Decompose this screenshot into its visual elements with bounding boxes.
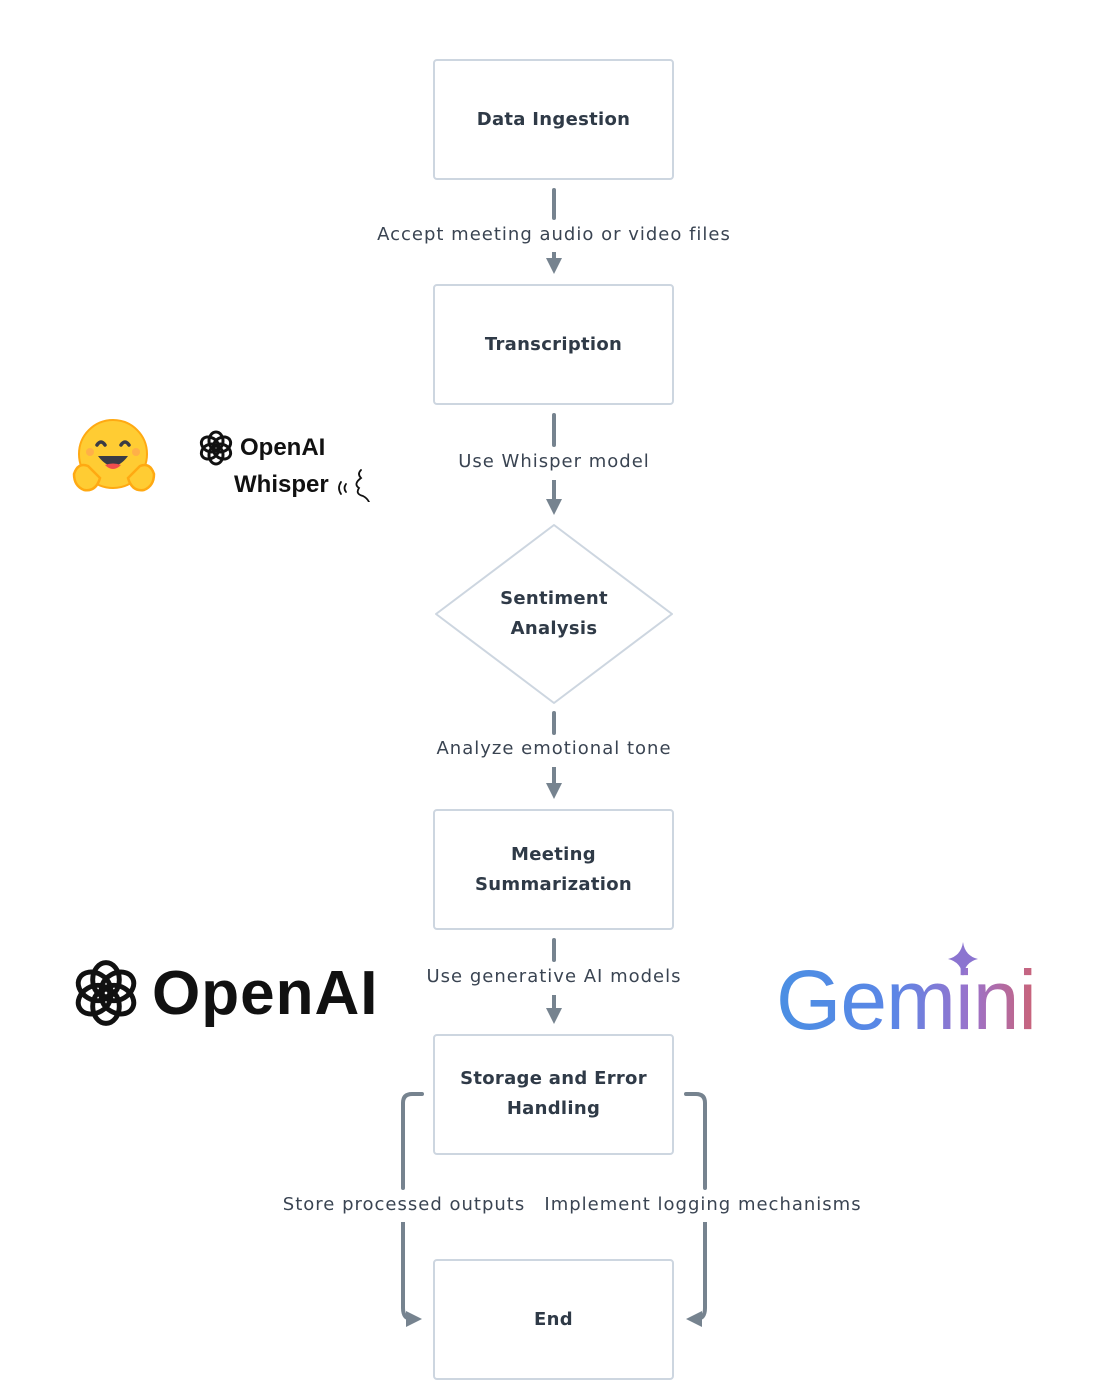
gemini-sparkle-icon	[948, 942, 978, 976]
openai-whisper-line2: Whisper	[234, 471, 329, 498]
openai-whisper-logo: OpenAI Whisper	[196, 428, 373, 502]
openai-knot-icon	[75, 960, 137, 1026]
edge-label-logging: Implement logging mechanisms	[544, 1194, 862, 1215]
node-label: Data Ingestion	[476, 108, 631, 130]
gemini-wordmark: Gemini	[776, 953, 1037, 1047]
node-label: End	[534, 1308, 573, 1330]
edge-label-accept-files: Accept meeting audio or video files	[377, 224, 731, 245]
edge-storage-end-left-bottom	[401, 1222, 422, 1327]
node-sentiment-analysis: Sentiment Analysis	[435, 525, 673, 703]
sentiment-diamond	[435, 524, 673, 704]
edge-storage-end-right-bottom	[686, 1222, 707, 1327]
node-label: Meeting Summarization	[475, 843, 632, 895]
openai-whisper-line1: OpenAI	[240, 434, 326, 461]
openai-wordmark: OpenAI	[152, 958, 379, 1028]
openai-logo: OpenAI	[68, 955, 378, 1031]
openai-knot-icon	[199, 430, 233, 466]
gemini-logo: Gemini	[776, 940, 1056, 1050]
edge-label-store-outputs: Store processed outputs	[282, 1194, 526, 1215]
node-data-ingestion: Data Ingestion	[433, 59, 674, 180]
node-meeting-summarization: Meeting Summarization	[433, 809, 674, 930]
hugging-face-icon	[72, 419, 156, 492]
node-label: Sentiment Analysis	[500, 588, 608, 639]
node-storage-error-handling: Storage and Error Handling	[433, 1034, 674, 1155]
edge-storage-end-right-top	[684, 1092, 707, 1190]
node-end: End	[433, 1259, 674, 1380]
edge-storage-end-left-top	[401, 1092, 424, 1190]
edge-label-generative-ai: Use generative AI models	[426, 966, 682, 987]
edge-label-emotional-tone: Analyze emotional tone	[436, 738, 672, 759]
whisper-voice-icon	[337, 469, 370, 502]
node-label: Storage and Error Handling	[460, 1068, 647, 1119]
edge-label-whisper-model: Use Whisper model	[458, 451, 650, 472]
node-label: Transcription	[484, 333, 623, 355]
node-transcription: Transcription	[433, 284, 674, 405]
